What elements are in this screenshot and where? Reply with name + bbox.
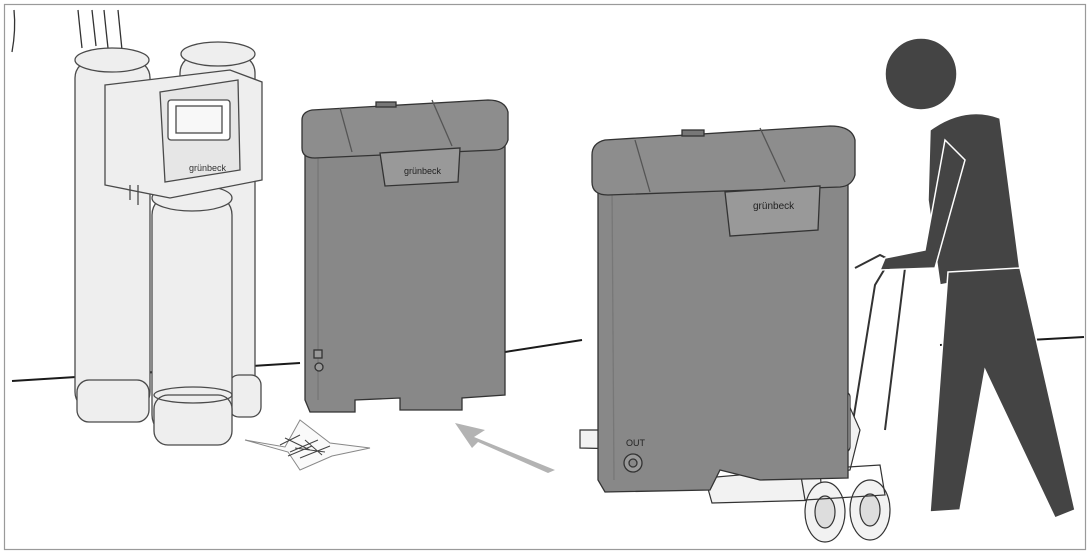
floor-line-middle — [504, 339, 583, 353]
brand-right-tank: grünbeck — [753, 201, 795, 212]
tank-handle — [724, 185, 821, 237]
tank-lid — [301, 99, 509, 159]
person-legs — [929, 267, 1076, 519]
salt-spill — [244, 419, 371, 471]
supply-pipes — [11, 9, 123, 53]
salt-tank-right — [591, 125, 856, 493]
salt-tank-middle — [301, 99, 509, 413]
brand-small-unit: grünbeck — [189, 163, 227, 173]
person-head — [884, 37, 958, 111]
person-figure — [878, 37, 1076, 519]
filter-unit — [74, 41, 263, 446]
tank-handle — [379, 147, 461, 187]
person-arm — [878, 138, 966, 271]
tank-body — [304, 129, 506, 413]
brand-middle-tank: grünbeck — [404, 166, 442, 176]
tank-body — [597, 157, 849, 493]
tank-lid — [591, 125, 856, 196]
outlet-label: OUT — [626, 438, 646, 448]
move-direction-arrow — [455, 423, 555, 473]
